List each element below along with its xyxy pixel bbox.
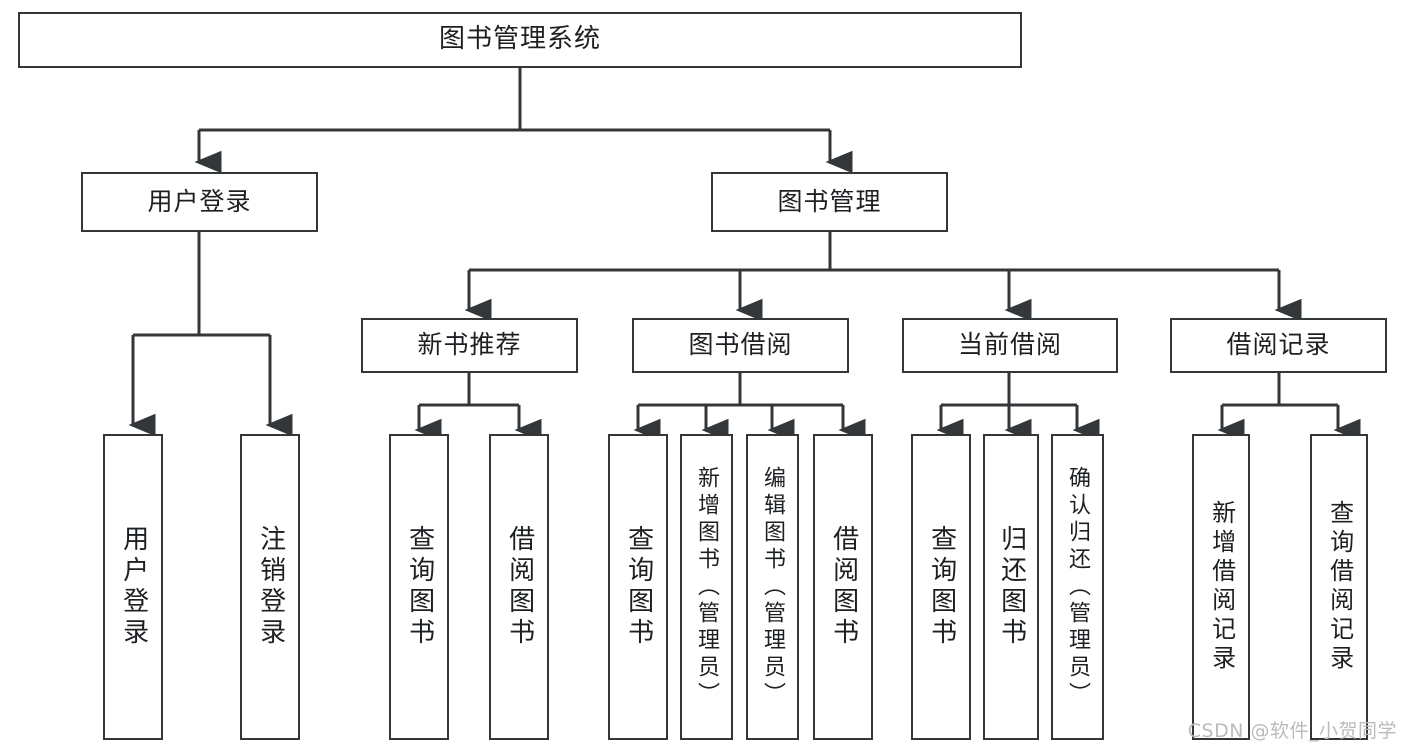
leaf-query-borrow-record[interactable]: 查询借阅记录 xyxy=(1310,434,1368,740)
node-root-system[interactable]: 图书管理系统 xyxy=(18,12,1022,68)
node-book-management[interactable]: 图书管理 xyxy=(711,172,948,232)
node-label: 图书管理系统 xyxy=(438,24,601,55)
node-label: 查询图书 xyxy=(404,525,435,649)
node-label: 用户登录 xyxy=(147,186,252,216)
node-book-borrow[interactable]: 图书借阅 xyxy=(632,318,849,373)
node-label: 新增借阅记录 xyxy=(1207,500,1236,674)
leaf-edit-book-admin[interactable]: 编辑图书（管理员） xyxy=(746,434,799,740)
node-user-login[interactable]: 用户登录 xyxy=(81,172,318,232)
node-label: 图书借阅 xyxy=(688,330,793,360)
node-label: 当前借阅 xyxy=(957,330,1062,360)
node-label: 借阅记录 xyxy=(1226,330,1331,360)
node-new-book-recommend[interactable]: 新书推荐 xyxy=(361,318,578,373)
node-label: 归还图书 xyxy=(996,525,1027,649)
leaf-query-book-recommend[interactable]: 查询图书 xyxy=(389,434,449,740)
leaf-add-book-admin[interactable]: 新增图书（管理员） xyxy=(680,434,733,740)
node-label: 编辑图书（管理员） xyxy=(760,465,786,709)
node-label: 借阅图书 xyxy=(828,525,859,649)
leaf-borrow-book[interactable]: 借阅图书 xyxy=(813,434,873,740)
node-label: 新增图书（管理员） xyxy=(694,465,720,709)
node-label: 查询图书 xyxy=(926,525,957,649)
node-current-borrow[interactable]: 当前借阅 xyxy=(902,318,1118,373)
leaf-query-book-current[interactable]: 查询图书 xyxy=(911,434,971,740)
leaf-confirm-return-admin[interactable]: 确认归还（管理员） xyxy=(1051,434,1104,740)
leaf-user-login[interactable]: 用户登录 xyxy=(103,434,163,740)
node-label: 图书管理 xyxy=(777,186,882,216)
node-label: 注销登录 xyxy=(255,525,286,649)
node-label: 新书推荐 xyxy=(417,330,522,360)
node-borrow-record[interactable]: 借阅记录 xyxy=(1170,318,1387,373)
csdn-watermark: CSDN @软件_小贺同学 xyxy=(1187,720,1397,742)
leaf-add-borrow-record[interactable]: 新增借阅记录 xyxy=(1192,434,1250,740)
node-label: 查询图书 xyxy=(623,525,654,649)
leaf-query-book-borrow[interactable]: 查询图书 xyxy=(608,434,668,740)
leaf-borrow-book-recommend[interactable]: 借阅图书 xyxy=(489,434,549,740)
node-label: 借阅图书 xyxy=(504,525,535,649)
leaf-logout[interactable]: 注销登录 xyxy=(240,434,300,740)
node-label: 查询借阅记录 xyxy=(1325,500,1354,674)
leaf-return-book[interactable]: 归还图书 xyxy=(983,434,1039,740)
node-label: 确认归还（管理员） xyxy=(1065,465,1091,709)
node-label: 用户登录 xyxy=(118,525,149,649)
